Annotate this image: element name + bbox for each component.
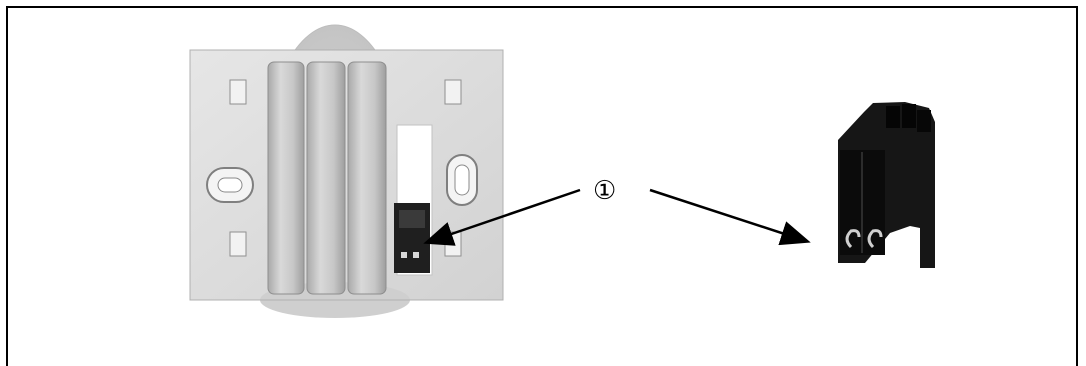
plate-rails [267, 61, 387, 295]
leader-arrows [423, 188, 811, 246]
terminal-connector-icon [838, 102, 935, 268]
plate-terminal [394, 124, 433, 276]
figure-frame [6, 6, 1078, 366]
mounting-slots [206, 154, 478, 206]
mounting-plate-icon [189, 24, 504, 318]
arrow-to-plate-terminal [423, 188, 581, 246]
callout-number: ① [593, 176, 617, 206]
arrow-to-connector [649, 188, 811, 246]
